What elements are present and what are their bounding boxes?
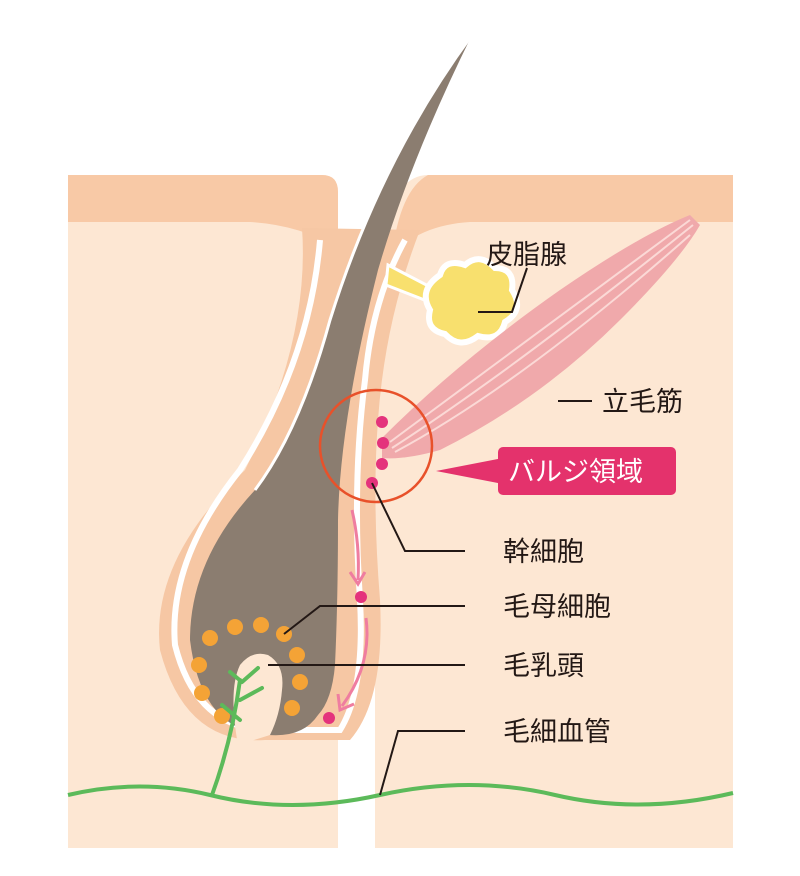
matrix-cell-label: 毛母細胞 — [503, 592, 611, 623]
matrix-cell-dot — [284, 700, 300, 716]
bulge-badge: バルジ領域 — [436, 447, 676, 495]
epidermis-left — [68, 175, 338, 248]
matrix-cell-dot — [227, 619, 243, 635]
bulge-badge-box — [498, 447, 676, 495]
matrix-cell-dot — [191, 657, 207, 673]
capillary-label: 毛細血管 — [503, 717, 611, 748]
muscle-fiber — [391, 224, 694, 449]
arrow-path-upper — [350, 509, 360, 581]
bulge-region-circle — [318, 388, 434, 504]
leader-sebaceous — [478, 267, 528, 313]
leader-stem-cell — [371, 482, 465, 552]
matrix-cells — [191, 617, 308, 724]
sebaceous-lobes — [422, 256, 521, 346]
muscle-fiber — [394, 234, 691, 453]
stem-cells — [323, 416, 389, 724]
bulge-badge-pointer — [436, 458, 503, 484]
arrowhead-lower — [336, 693, 355, 713]
hair-outline-white — [253, 34, 474, 491]
arrector-muscle-label: 立毛筋 — [602, 387, 683, 418]
sebaceous-gland-label: 皮脂腺 — [486, 240, 567, 271]
stem-cell-label: 幹細胞 — [503, 537, 584, 568]
stem-cell-dot — [376, 458, 388, 470]
arrowhead-upper — [348, 571, 367, 587]
muscle-fiber — [389, 219, 691, 443]
stem-cell-dot — [323, 712, 335, 724]
arrow-path-lower — [340, 617, 369, 707]
bulge-region-label: バルジ領域 — [508, 457, 643, 488]
matrix-cell-dot — [194, 685, 210, 701]
capillary-branch — [210, 666, 264, 797]
muscle-body — [382, 215, 700, 459]
matrix-cell-dot — [253, 617, 269, 633]
matrix-cell-dot — [289, 647, 305, 663]
matrix-cell-dot — [214, 708, 230, 724]
matrix-cell-dot — [292, 674, 308, 690]
stem-cell-dot — [376, 416, 388, 428]
epidermis-right — [392, 175, 733, 255]
arrector-muscle — [382, 215, 700, 459]
dermal-papilla-label: 毛乳頭 — [503, 651, 584, 682]
stem-cell-dot — [355, 591, 367, 603]
migration-arrows — [336, 509, 369, 713]
hair-shaft — [190, 35, 472, 736]
matrix-cell-dot — [202, 630, 218, 646]
stem-cell-dot — [377, 437, 389, 449]
leader-matrix-cell — [283, 605, 465, 635]
leader-capillary — [379, 730, 465, 796]
sebaceous-gland — [384, 256, 521, 346]
leader-lines — [268, 267, 592, 796]
